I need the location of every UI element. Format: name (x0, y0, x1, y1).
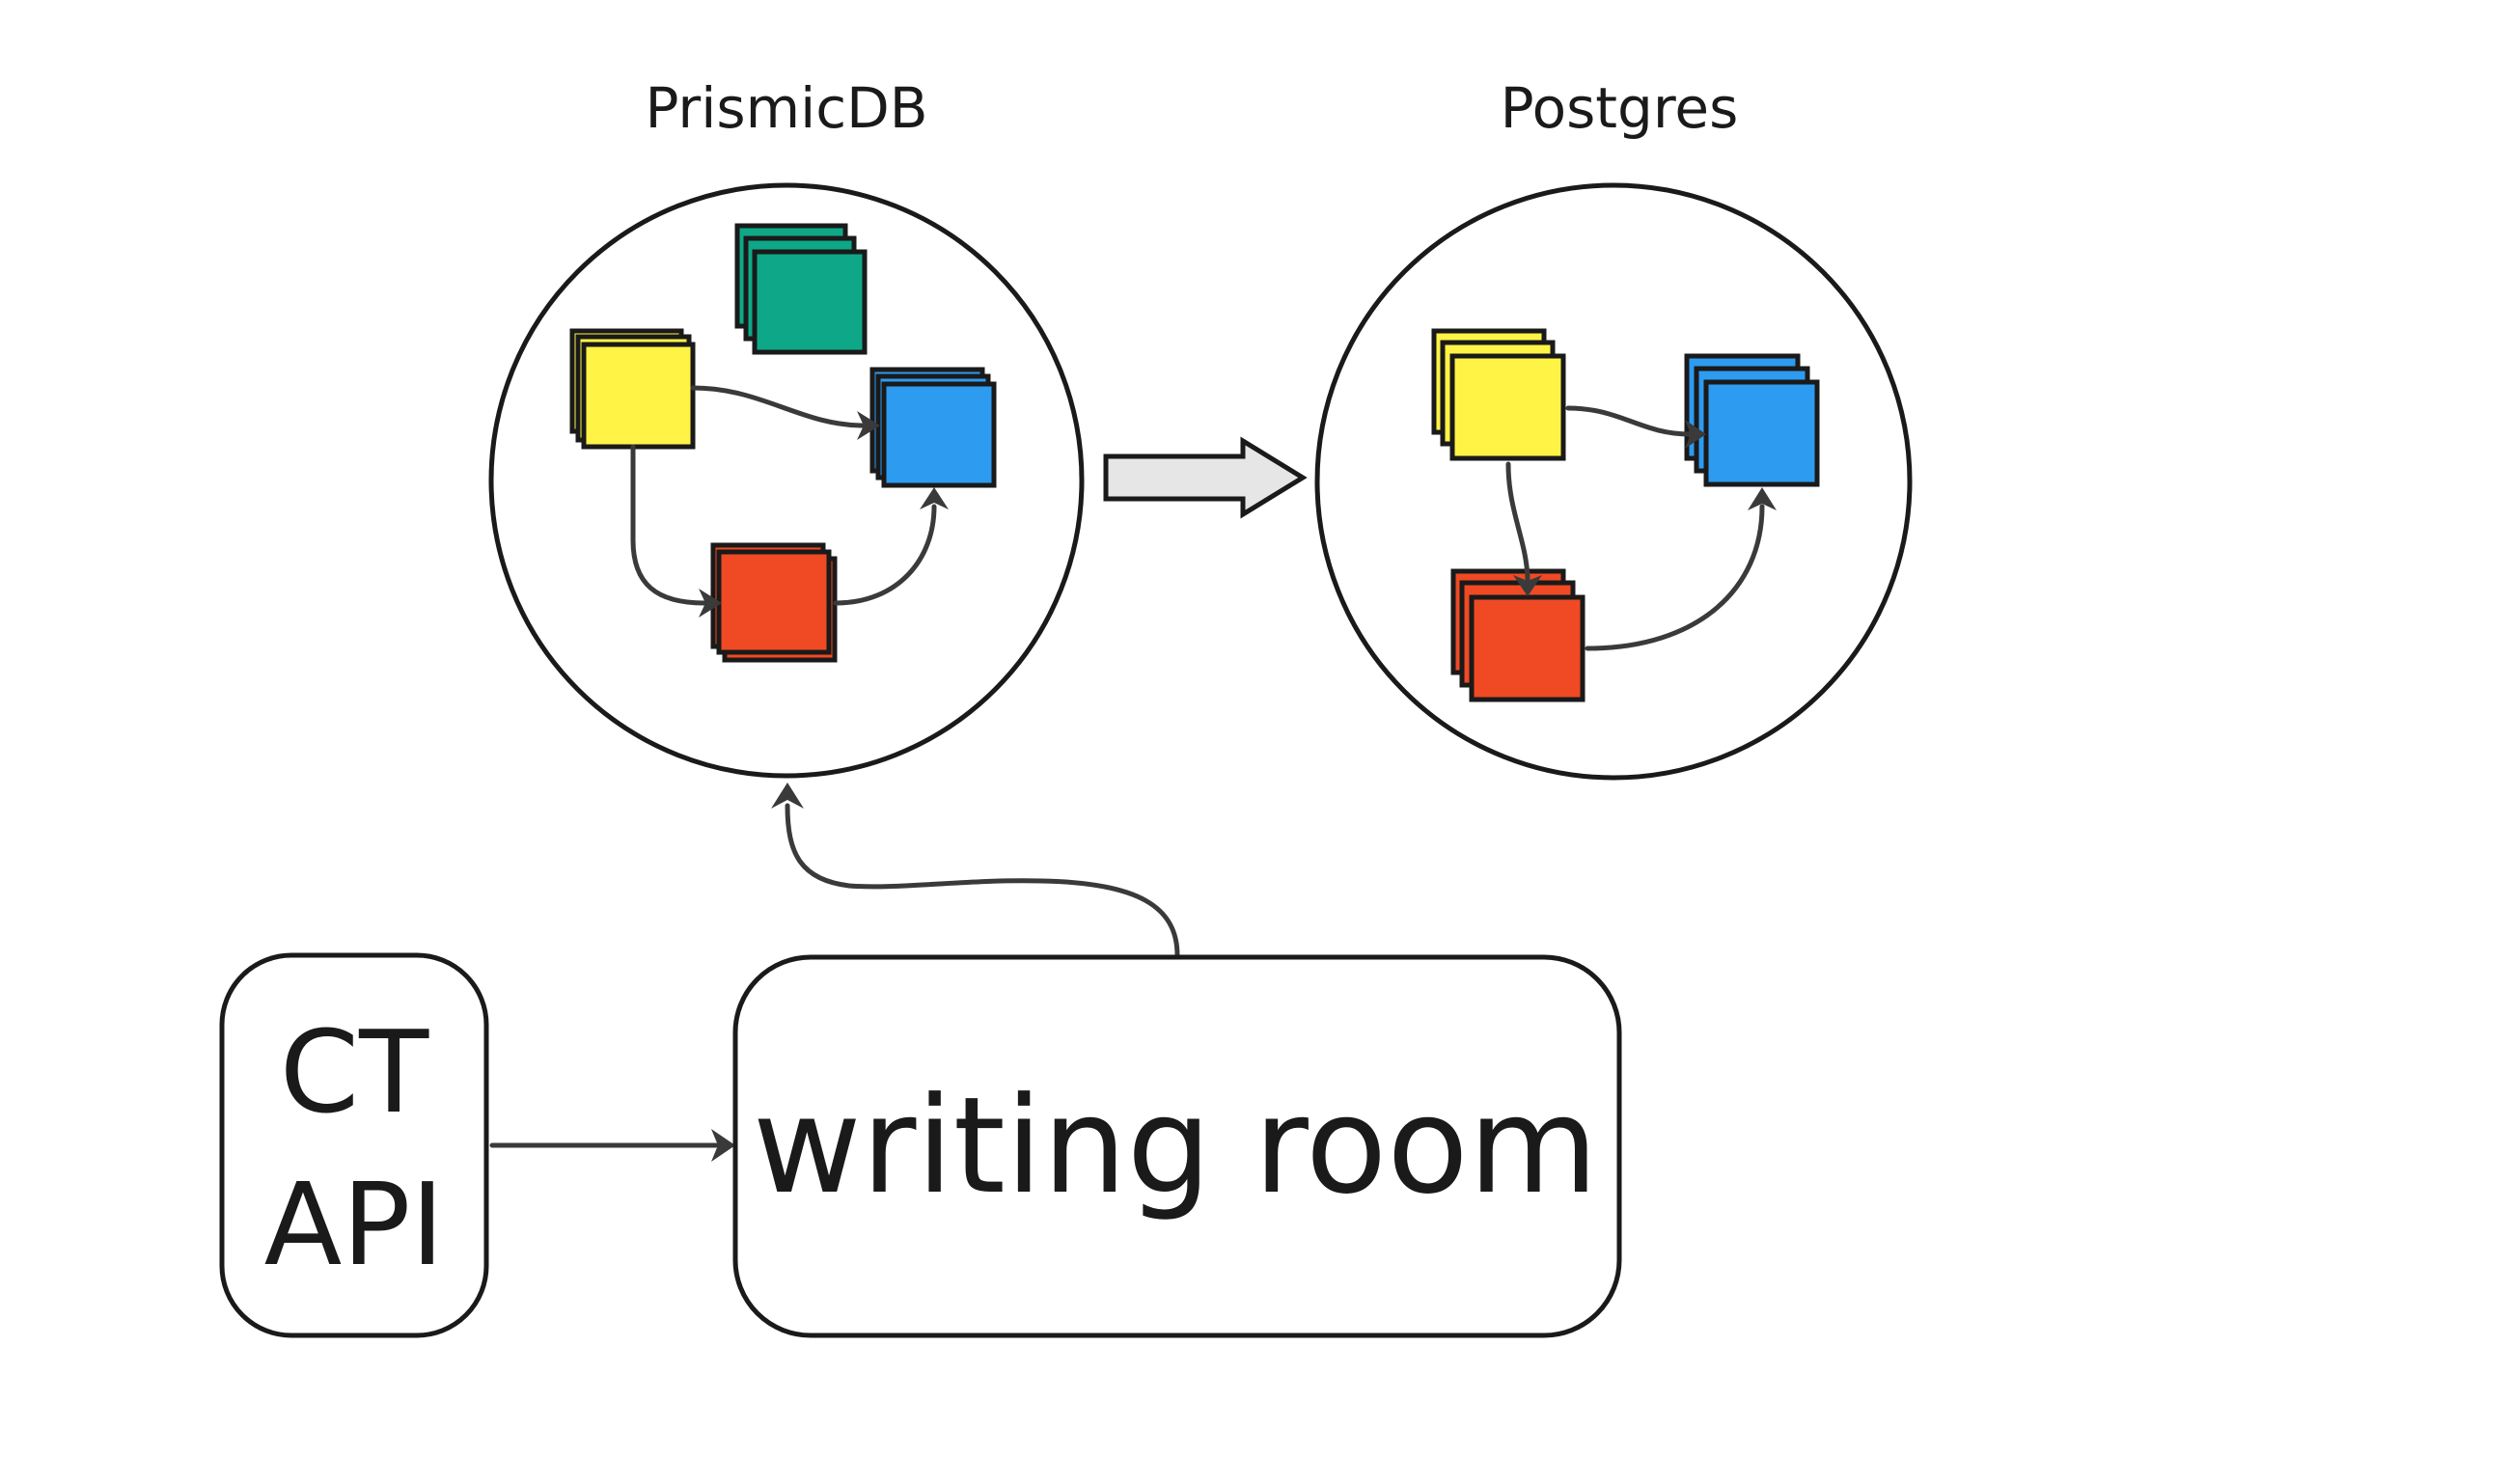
connector-writing-room-to-prismicdb (785, 803, 1180, 958)
postgres-blue-stack[interactable] (1684, 353, 1820, 487)
prismicdb-link-yellow-blue (690, 385, 867, 428)
arrowhead-icon (857, 411, 880, 440)
arrowhead-icon (920, 487, 949, 509)
arrowhead-icon (699, 589, 722, 618)
writing-room-box[interactable]: writing room (732, 954, 1622, 1338)
arrowhead-icon (771, 783, 804, 809)
prismicdb-database[interactable] (488, 182, 1085, 779)
prismicdb-link-yellow-red (630, 444, 707, 606)
postgres-title: Postgres (1501, 75, 1739, 141)
ct-api-line-2: API (264, 1158, 445, 1291)
postgres-link-red-blue (1585, 504, 1765, 651)
postgres-link-yellow-blue (1565, 405, 1694, 437)
migration-arrow (1103, 436, 1308, 519)
arrowhead-icon (1748, 487, 1777, 510)
arrowhead-icon (711, 1129, 735, 1162)
yellow-card-front (581, 342, 696, 450)
postgres-circle[interactable] (1314, 182, 1913, 781)
postgres-yellow-stack[interactable] (1431, 328, 1566, 461)
arrowhead-icon (1513, 575, 1542, 596)
writing-room-label: writing room (753, 1068, 1598, 1223)
prismicdb-green-stack[interactable] (734, 223, 868, 355)
arrowhead-icon (1685, 420, 1706, 449)
blue-card-front (881, 381, 997, 488)
prismicdb-red-stack[interactable] (710, 542, 838, 663)
green-card-front (752, 249, 868, 355)
ct-api-box[interactable]: CT API (219, 952, 489, 1338)
postgres-red-stack[interactable] (1450, 568, 1585, 702)
postgres-link-yellow-red (1505, 461, 1530, 582)
yellow-card-front (1449, 353, 1566, 461)
prismicdb-yellow-stack[interactable] (569, 328, 696, 450)
writing-room-shape[interactable] (732, 954, 1622, 1338)
red-card-middle (716, 549, 832, 655)
prismicdb-title: PrismicDB (645, 75, 927, 141)
blue-card-front (1703, 379, 1820, 487)
prismicdb-blue-stack[interactable] (869, 367, 997, 488)
ct-api-line-1: CT (280, 1005, 429, 1139)
postgres-database[interactable] (1314, 182, 1913, 781)
red-card-front (1469, 594, 1585, 702)
prismicdb-link-red-blue (833, 504, 937, 606)
ct-api-shape[interactable] (219, 952, 489, 1338)
